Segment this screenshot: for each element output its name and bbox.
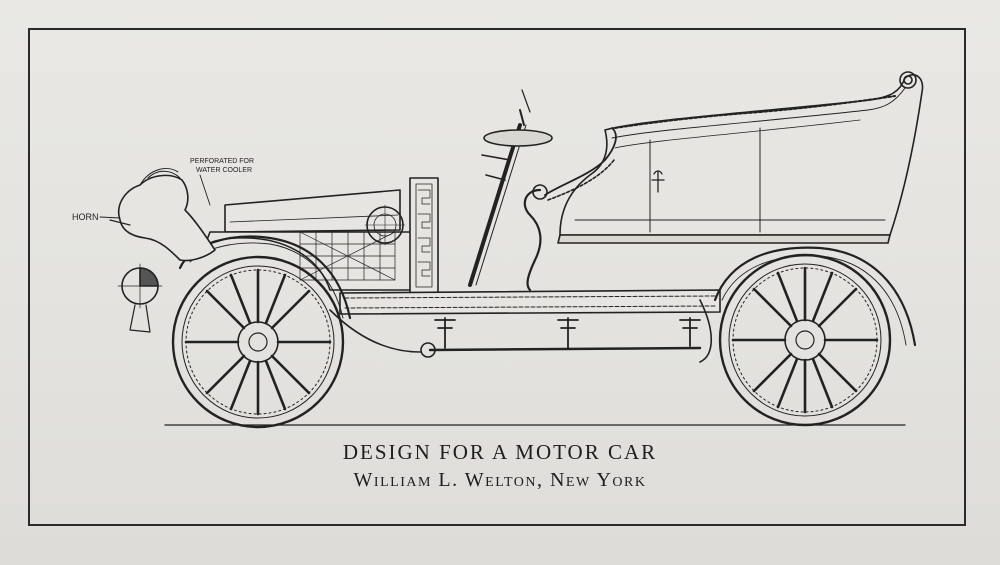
caption-credit-text: William L. Welton, New York: [353, 469, 647, 491]
horn-label: HORN: [72, 212, 99, 222]
horn-figure: [109, 168, 216, 262]
perforated-label-line2: WATER COOLER: [196, 167, 252, 174]
seat-scroll: [523, 127, 617, 292]
caption-credit: William L. Welton, New York: [0, 469, 1000, 492]
hood: [204, 189, 421, 291]
chassis: [329, 289, 721, 363]
perforated-label-line1: PERFORATED FOR: [190, 158, 254, 165]
front-lamp: [117, 263, 163, 333]
cooler-leader: [199, 174, 211, 206]
rear-wheel: [718, 253, 892, 427]
rear-fender: [713, 246, 917, 347]
caption-title: DESIGN FOR A MOTOR CAR: [342, 440, 658, 464]
rear-body: [557, 71, 924, 244]
front-wheel: [171, 255, 345, 429]
horn-leader: [99, 216, 121, 219]
border-frame: [28, 28, 966, 526]
dash-panel: [409, 177, 439, 294]
steering-column: [468, 89, 553, 287]
